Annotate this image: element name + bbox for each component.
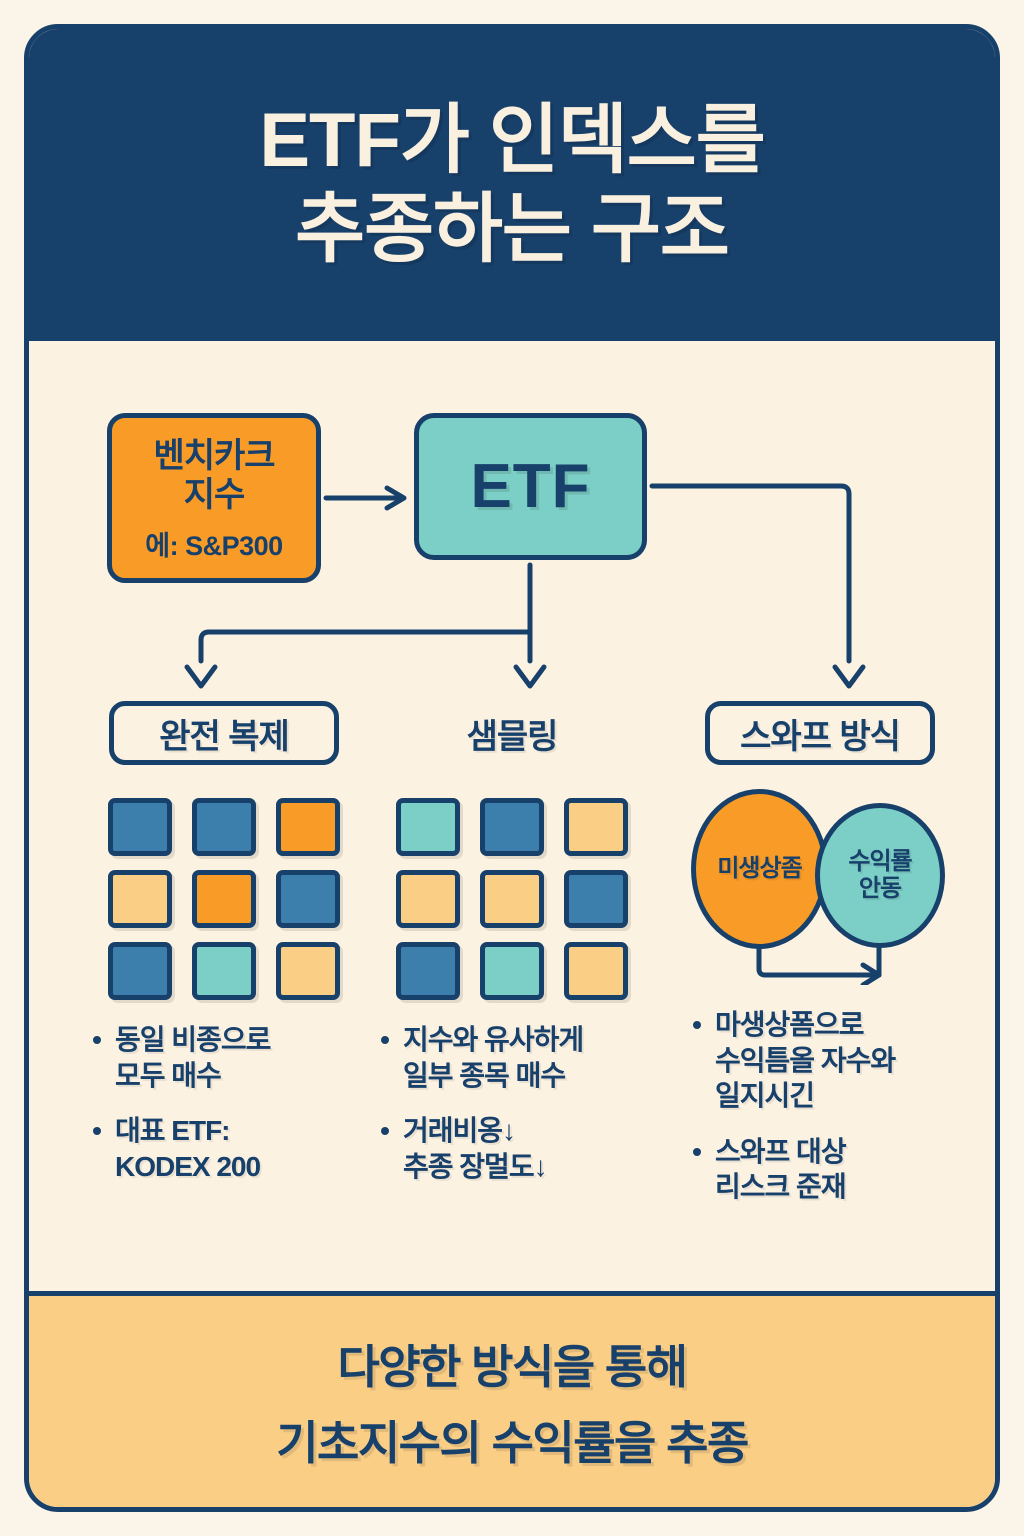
benchmark-index-box: 벤치카크 지수 에: S&P300: [107, 413, 321, 583]
wire-etf-to-swap: [649, 483, 852, 664]
infographic-card: ETF가 인덱스를 추종하는 구조: [24, 24, 1000, 1512]
arrowhead-swap: [832, 664, 866, 689]
method-column-swap: 스와프 방식 미생상좀 수익룔 안동 마생상폼으로 수익틈올 자수와 일지시긴: [677, 701, 963, 1225]
bullet-list-swap: 마생상폼으로 수익틈올 자수와 일지시긴 스와프 대상 리스크 준재: [677, 1007, 963, 1205]
etf-box: ETF: [414, 413, 647, 560]
footer-band: 다양한 방식을 통해 기초지수의 수익률을 추종: [29, 1291, 995, 1507]
wire-etf-to-full-replication: [198, 629, 533, 664]
arrowhead-full-replication: [184, 664, 218, 689]
holding-square: [564, 798, 628, 856]
page-title-line-1: ETF가 인덱스를: [259, 97, 765, 183]
holding-square: [480, 942, 544, 1000]
holding-square: [396, 942, 460, 1000]
benchmark-example: 에: S&P300: [145, 530, 283, 561]
bullet-item: 마생상폼으로 수익틈올 자수와 일지시긴: [691, 1007, 963, 1114]
arrowhead-etf: [384, 485, 407, 511]
holding-square: [396, 798, 460, 856]
holding-square: [108, 942, 172, 1000]
method-column-sampling: 샘믈링 지수와 유사하게 일부 종목 매수 거래비옹↓ 추종 장멀도↓: [369, 701, 655, 1204]
bullet-item: 거래비옹↓ 추종 장멀도↓: [379, 1113, 655, 1184]
holding-square: [276, 870, 340, 928]
bullet-item: 대표 ETF: KODEX 200: [91, 1113, 367, 1184]
swap-connector-wire: [756, 942, 882, 985]
bullet-list-full-replication: 동일 비종으로 모두 매수 대표 ETF: KODEX 200: [81, 1022, 367, 1184]
holding-square: [192, 870, 256, 928]
method-column-full-replication: 완전 복제 동일 비종으로 모두 매수 대표 ETF: KODEX 200: [81, 701, 367, 1204]
etf-label: ETF: [470, 452, 591, 521]
holding-square: [480, 870, 544, 928]
holding-square: [108, 870, 172, 928]
holding-square: [276, 798, 340, 856]
bullet-item: 스와프 대상 리스크 준재: [691, 1134, 963, 1205]
footer-line-1: 다양한 방식을 통해: [337, 1340, 688, 1393]
bullet-item: 지수와 유사하게 일부 종목 매수: [379, 1022, 655, 1093]
benchmark-title-line-2: 지수: [183, 476, 246, 514]
method-label-swap: 스와프 방식: [705, 701, 935, 765]
holding-square: [396, 870, 460, 928]
swap-ellipse-return: 수익룔 안동: [815, 803, 945, 948]
bullet-item: 동일 비종으로 모두 매수: [91, 1022, 367, 1093]
swap-ellipse-derivative: 미생상좀: [691, 789, 828, 949]
method-label-text: 완전 복제: [159, 717, 290, 756]
footer-line-2: 기초지수의 수익률을 추종: [276, 1416, 749, 1469]
holding-square: [192, 798, 256, 856]
method-label-sampling: 샘믈링: [422, 701, 602, 765]
method-label-full-replication: 완전 복제: [109, 701, 339, 765]
holding-square: [564, 942, 628, 1000]
arrowhead-sampling: [513, 664, 547, 689]
swap-diagram: 미생상좀 수익룔 안동: [685, 785, 955, 985]
holding-square: [480, 798, 544, 856]
method-label-text: 샘믈링: [466, 717, 559, 756]
holding-square: [564, 870, 628, 928]
page-title-line-2: 추종하는 구조: [295, 187, 730, 272]
holdings-grid-sampling: [396, 798, 628, 1000]
bullet-list-sampling: 지수와 유사하게 일부 종목 매수 거래비옹↓ 추종 장멀도↓: [369, 1022, 655, 1184]
holding-square: [108, 798, 172, 856]
holding-square: [276, 942, 340, 1000]
method-label-text: 스와프 방식: [740, 717, 901, 756]
holdings-grid-full-replication: [108, 798, 340, 1000]
holding-square: [192, 942, 256, 1000]
diagram-body: 벤치카크 지수 에: S&P300 ETF 완전 복제: [29, 341, 995, 1301]
benchmark-title-line-1: 벤치카크: [153, 437, 275, 476]
header-band: ETF가 인덱스를 추종하는 구조: [29, 29, 995, 341]
